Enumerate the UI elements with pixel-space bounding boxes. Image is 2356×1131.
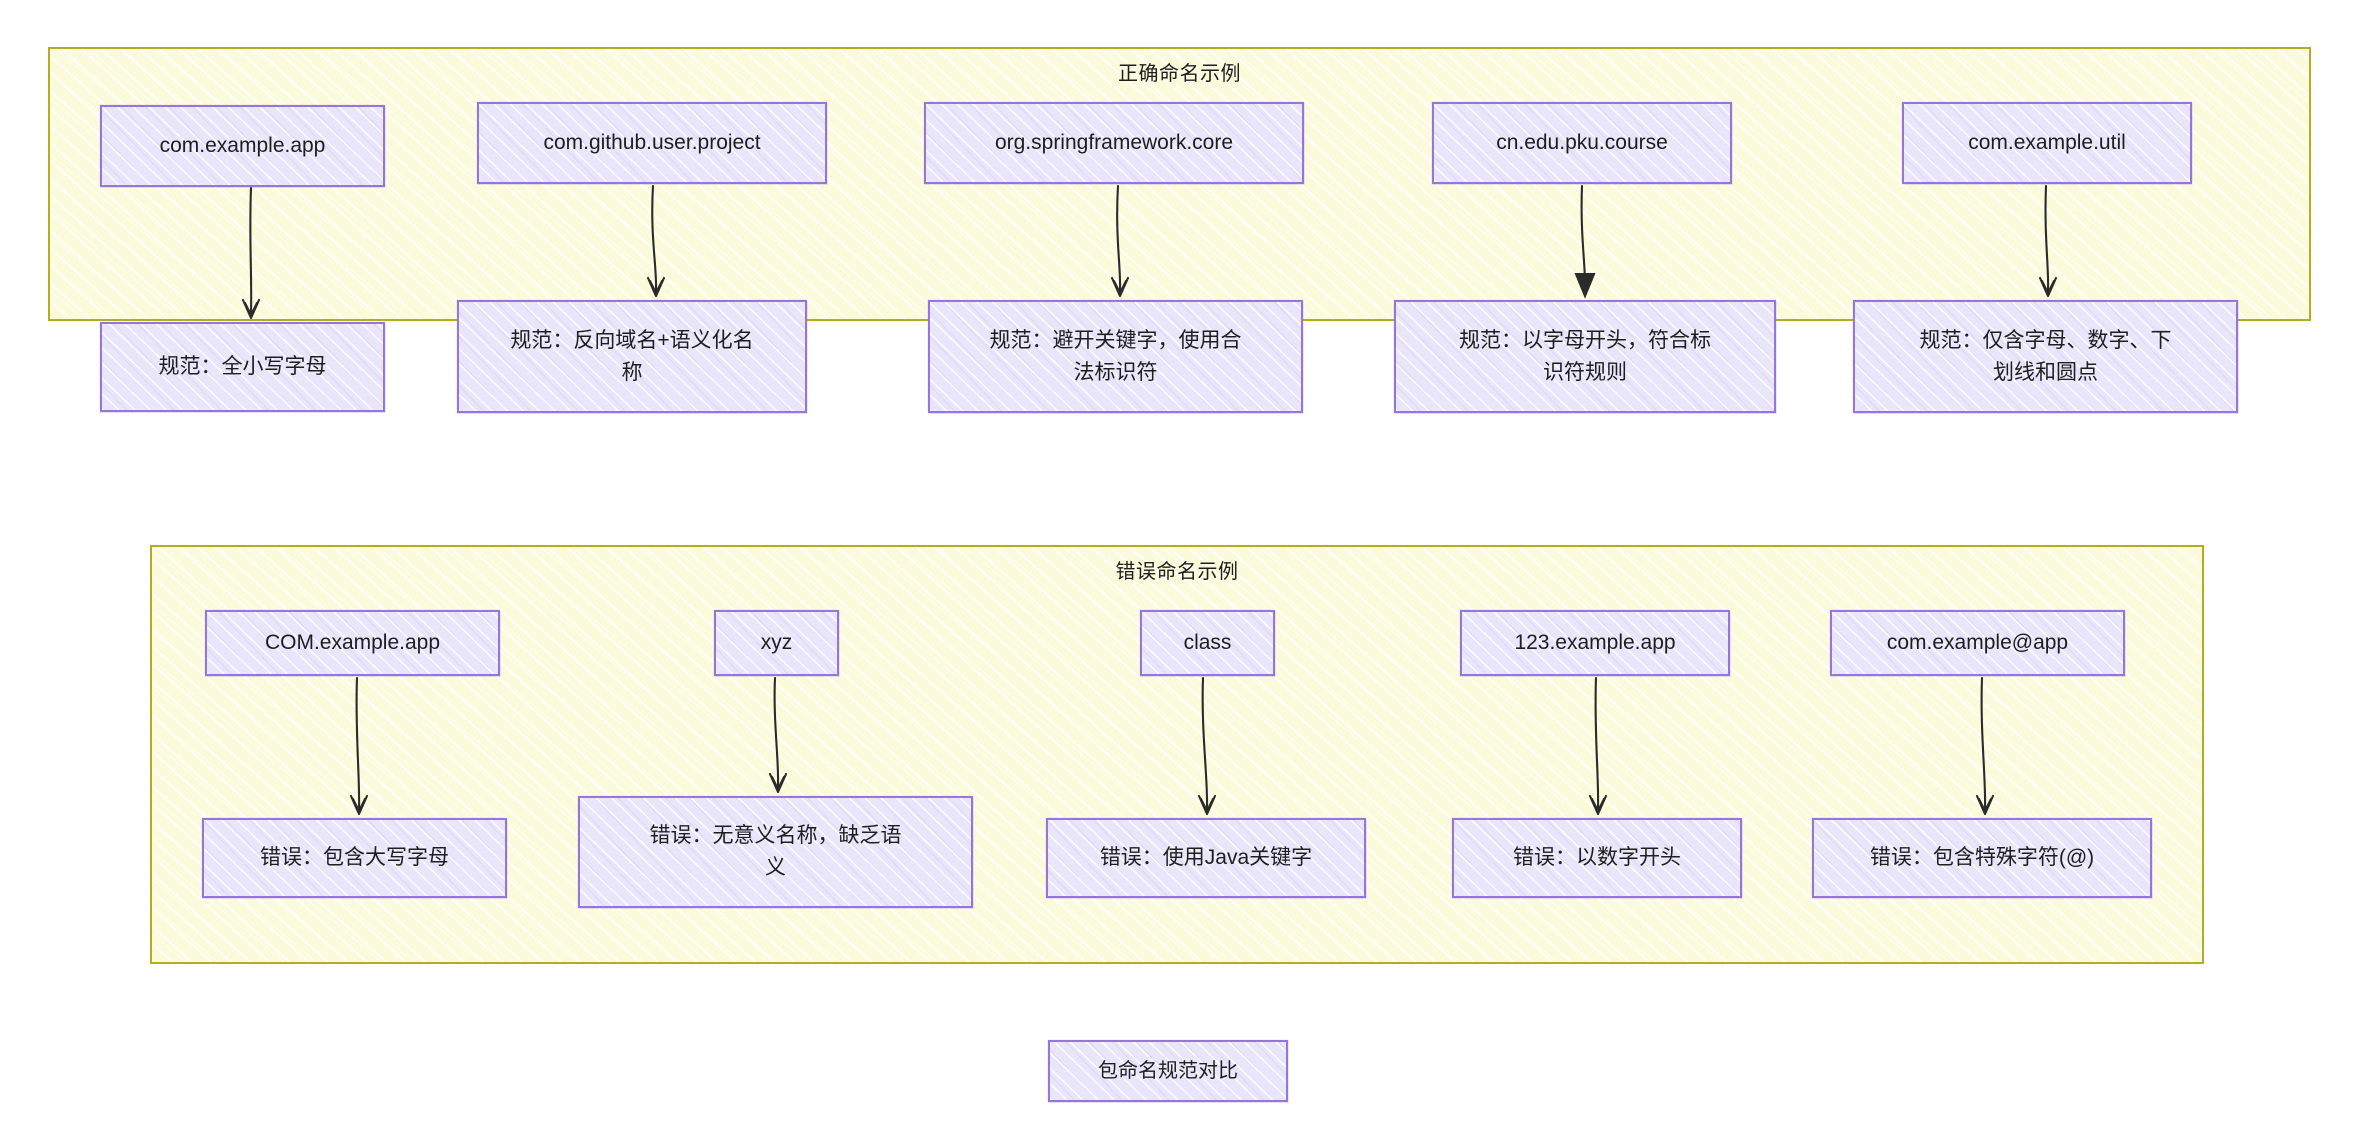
node-label: 规范：反向域名+语义化名 称 bbox=[510, 328, 754, 384]
node-label: 错误：以数字开头 bbox=[1513, 846, 1681, 870]
group-correct-naming: 正确命名示例 bbox=[48, 47, 2311, 321]
node-rule-avoid-keywords[interactable]: 规范：避开关键字，使用合 法标识符 bbox=[928, 300, 1303, 413]
node-error-java-keyword[interactable]: 错误：使用Java关键字 bbox=[1046, 818, 1366, 898]
node-label: COM.example.app bbox=[264, 631, 441, 655]
node-diagram-legend[interactable]: 包命名规范对比 bbox=[1048, 1040, 1288, 1102]
node-label: 规范：全小写字母 bbox=[158, 355, 327, 379]
node-bad-com-uppercase[interactable]: COM.example.app bbox=[205, 610, 500, 676]
node-error-starts-with-digit[interactable]: 错误：以数字开头 bbox=[1452, 818, 1742, 898]
node-label: 错误：包含特殊字符(@) bbox=[1869, 846, 2095, 870]
node-error-special-char[interactable]: 错误：包含特殊字符(@) bbox=[1812, 818, 2152, 898]
node-label: 规范：避开关键字，使用合 法标识符 bbox=[989, 328, 1242, 384]
node-label: com.example.util bbox=[1968, 131, 2126, 155]
node-example-cn-edu-pku-course[interactable]: cn.edu.pku.course bbox=[1432, 102, 1732, 184]
node-label: org.springframework.core bbox=[994, 131, 1234, 155]
node-bad-class[interactable]: class bbox=[1140, 610, 1275, 676]
node-label: 规范：仅含字母、数字、下 划线和圆点 bbox=[1919, 328, 2172, 384]
node-label: 错误：无意义名称，缺乏语 义 bbox=[649, 824, 902, 879]
node-label: 错误：包含大写字母 bbox=[260, 846, 449, 870]
node-label: com.example.app bbox=[159, 134, 326, 158]
node-label: com.github.user.project bbox=[543, 131, 761, 155]
node-bad-123-example-app[interactable]: 123.example.app bbox=[1460, 610, 1730, 676]
group-wrong-title: 错误命名示例 bbox=[1115, 561, 1239, 583]
node-error-meaningless[interactable]: 错误：无意义名称，缺乏语 义 bbox=[578, 796, 973, 908]
node-rule-reverse-domain[interactable]: 规范：反向域名+语义化名 称 bbox=[457, 300, 807, 413]
node-label: 错误：使用Java关键字 bbox=[1099, 846, 1313, 870]
node-label: com.example@app bbox=[1886, 631, 2069, 655]
node-error-uppercase[interactable]: 错误：包含大写字母 bbox=[202, 818, 507, 898]
node-label: cn.edu.pku.course bbox=[1496, 131, 1668, 155]
node-rule-allowed-chars[interactable]: 规范：仅含字母、数字、下 划线和圆点 bbox=[1853, 300, 2238, 413]
group-correct-title: 正确命名示例 bbox=[1118, 63, 1241, 85]
node-rule-start-with-letter[interactable]: 规范：以字母开头，符合标 识符规则 bbox=[1394, 300, 1776, 413]
node-example-org-springframework-core[interactable]: org.springframework.core bbox=[924, 102, 1304, 184]
node-label: 包命名规范对比 bbox=[1098, 1059, 1238, 1082]
node-example-com-github-user-project[interactable]: com.github.user.project bbox=[477, 102, 827, 184]
node-example-com-example-util[interactable]: com.example.util bbox=[1902, 102, 2192, 184]
node-label: 123.example.app bbox=[1514, 631, 1676, 655]
node-bad-com-example-at-app[interactable]: com.example@app bbox=[1830, 610, 2125, 676]
node-bad-xyz[interactable]: xyz bbox=[714, 610, 839, 676]
node-label: 规范：以字母开头，符合标 识符规则 bbox=[1459, 328, 1711, 384]
node-label: class bbox=[1183, 631, 1232, 655]
node-label: xyz bbox=[760, 631, 793, 655]
node-example-com-example-app[interactable]: com.example.app bbox=[100, 105, 385, 187]
group-wrong-naming: 错误命名示例 bbox=[150, 545, 2204, 964]
node-rule-lowercase[interactable]: 规范：全小写字母 bbox=[100, 322, 385, 412]
